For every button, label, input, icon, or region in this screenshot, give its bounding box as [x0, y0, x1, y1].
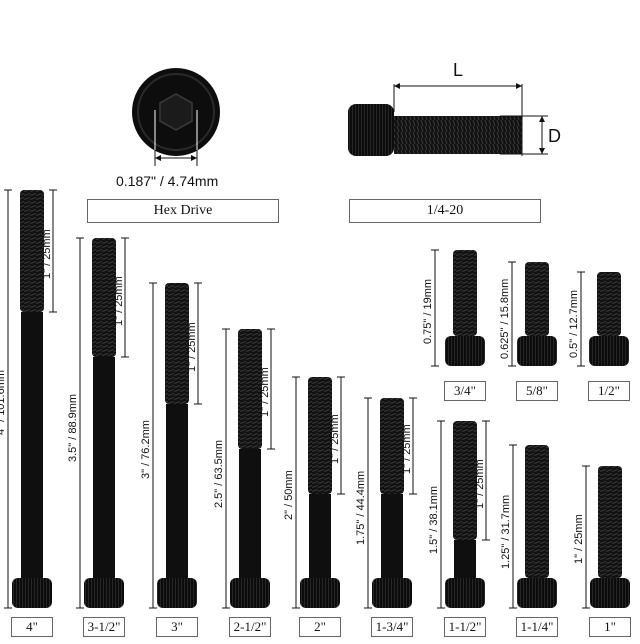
screw-thread: [453, 421, 477, 540]
screw-thread: [380, 398, 404, 494]
screw-head: [445, 578, 485, 608]
screw-head: [157, 578, 197, 608]
screw-size-label: 3": [156, 617, 198, 637]
screw-size-label: 4": [11, 617, 53, 637]
screw-head: [84, 578, 124, 608]
screw-size-label: 1-3/4": [371, 617, 413, 637]
screw-size-label: 2-1/2": [229, 617, 271, 637]
screw-length-label: 0.5" / 12.7mm: [568, 289, 580, 358]
thread-length-label: 1" / 25mm: [329, 413, 341, 464]
screw-shank: [454, 540, 476, 578]
screw-thread: [597, 272, 621, 336]
thread-length-label: 1" / 25mm: [113, 275, 125, 326]
screw-1-1-4: [509, 444, 557, 609]
screw-thread: [20, 190, 44, 312]
screw-thread: [453, 250, 477, 336]
screw-head: [517, 578, 557, 608]
side-view-screw: [348, 83, 548, 156]
screw-1-3-4: [364, 397, 417, 609]
screw-3-1-2: [76, 237, 129, 609]
screw-thread: [598, 466, 622, 578]
screw-length-label: 0.625" / 15.8mm: [499, 278, 511, 359]
screw-length-label: 2" / 50mm: [283, 469, 295, 520]
hex-socket-icon: [159, 93, 193, 131]
screw-thread: [308, 377, 332, 494]
screw-head: [589, 336, 629, 366]
screw-head: [590, 578, 630, 608]
screw-length-label: 2.5" / 63.5mm: [213, 439, 225, 508]
screw-3-4: [431, 249, 485, 367]
screw-head: [372, 578, 412, 608]
screw-head: [230, 578, 270, 608]
screw-shank: [166, 404, 188, 578]
screw-thread: [525, 445, 549, 578]
screw-head: [12, 578, 52, 608]
screw-shank: [21, 312, 43, 578]
screw-shank: [239, 449, 261, 578]
screw-length-label: 1.75" / 44.4mm: [355, 470, 367, 545]
screw-shank: [381, 494, 403, 578]
screw-thread: [92, 238, 116, 357]
screw-size-label: 1": [589, 617, 631, 637]
hex-head-view: [132, 68, 220, 168]
screw-size-label: 2": [299, 617, 341, 637]
thread-length-label: 1" / 25mm: [259, 367, 271, 417]
screw-shank: [93, 357, 115, 578]
thread-size-label: 1/4-20: [349, 199, 541, 223]
hex-drive-label: Hex Drive: [87, 199, 279, 223]
screw-length-label: 3" / 76.2mm: [140, 419, 152, 479]
thread-length-label: 1" / 25mm: [401, 424, 413, 474]
thread-length-label: 1" / 25mm: [41, 229, 53, 279]
screw-1-2: [577, 271, 629, 367]
screw-length-label: 1" / 25mm: [573, 514, 585, 564]
screw-length-label: 1.25" / 31.7mm: [500, 494, 512, 569]
screw-length-label: 3.5" / 88.9mm: [67, 393, 79, 462]
screw-thread: [525, 262, 549, 336]
screw-length-label: 4" / 101.6mm: [0, 369, 7, 435]
screw-head: [517, 336, 557, 366]
screw-length-label: 1.5" / 38.1mm: [428, 485, 440, 554]
screw-1: [582, 465, 630, 609]
hex-drive-dimension: 0.187" / 4.74mm: [116, 173, 219, 189]
screw-head: [445, 336, 485, 366]
screw-size-label: 1/2": [588, 381, 630, 401]
screw-size-label: 5/8": [516, 381, 558, 401]
screw-size-label: 1-1/2": [444, 617, 486, 637]
diameter-symbol: D: [548, 126, 561, 146]
screw-thread: [238, 329, 262, 449]
screw-1-1-2: [437, 420, 490, 609]
screw-size-label: 3/4": [444, 381, 486, 401]
thread-length-label: 1" / 25mm: [474, 458, 486, 509]
screw-4: [4, 189, 57, 609]
screw-thread: [165, 283, 189, 404]
screw-size-label: 3-1/2": [83, 617, 125, 637]
screw-3: [149, 282, 202, 609]
length-symbol: L: [453, 60, 464, 80]
screw-5-8: [508, 261, 557, 367]
screw-2-1-2: [222, 328, 275, 609]
screw-length-label: 0.75" / 19mm: [422, 278, 434, 344]
screw-head: [300, 578, 340, 608]
thread-length-label: 1" / 25mm: [186, 321, 198, 372]
screw-2: [292, 376, 345, 609]
screw-shank: [309, 494, 331, 578]
screw-size-label: 1-1/4": [516, 617, 558, 637]
